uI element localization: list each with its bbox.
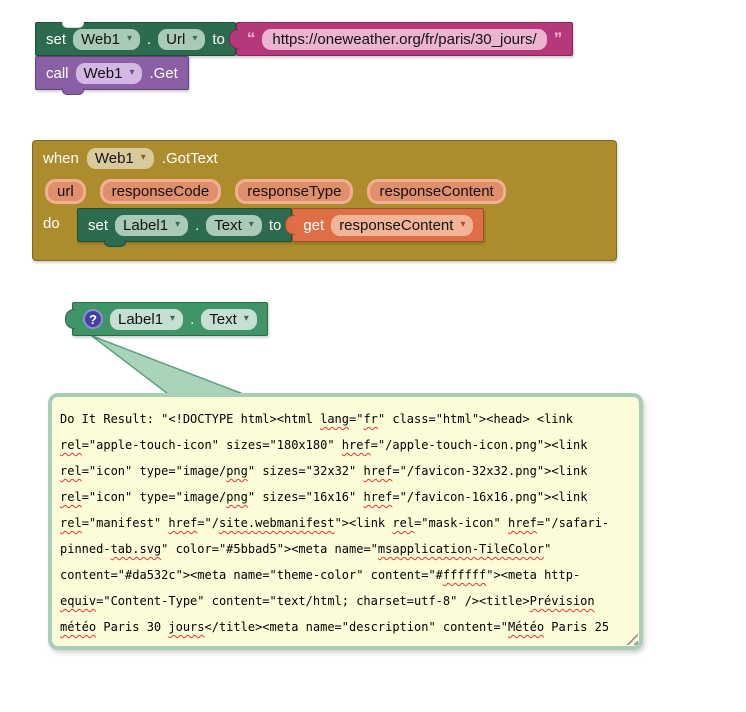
dropdown-value: Text — [214, 216, 242, 234]
component-dropdown-web1[interactable]: Web1 ▾ — [75, 62, 143, 84]
event-param-pill[interactable]: responseContent — [367, 179, 506, 204]
set-web1-url-block[interactable]: set Web1 ▾ . Url ▾ to — [35, 22, 236, 56]
chevron-down-icon: ▾ — [126, 33, 132, 44]
property-dropdown-text[interactable]: Text ▾ — [206, 214, 262, 236]
dot-separator: . — [146, 30, 152, 48]
chevron-down-icon: ▾ — [460, 219, 466, 230]
do-it-result-text: Do It Result: "<!DOCTYPE html><html lang… — [60, 412, 610, 634]
event-label: .GotText — [161, 149, 218, 167]
get-keyword: get — [303, 216, 325, 234]
dropdown-value: Web1 — [83, 64, 123, 82]
dropdown-value: Url — [166, 30, 186, 48]
dropdown-value: Text — [209, 310, 237, 328]
bottom-bump-connector — [62, 88, 84, 95]
property-dropdown-text[interactable]: Text ▾ — [201, 308, 257, 330]
call-web1-get-statement: call Web1 ▾ .Get — [35, 56, 189, 95]
set-web1-url-statement: set Web1 ▾ . Url ▾ to “ https://oneweath… — [35, 22, 574, 56]
dropdown-value: responseContent — [339, 216, 454, 234]
event-param-pill[interactable]: responseType — [235, 179, 354, 204]
when-web1-gottext-block[interactable]: when Web1 ▾ .GotText url responseCode resp… — [32, 140, 617, 261]
chevron-down-icon: ▾ — [129, 67, 135, 78]
chevron-down-icon: ▾ — [248, 219, 254, 230]
set-label1-text-block[interactable]: set Label1 ▾ . Text ▾ to — [77, 208, 293, 247]
dropdown-value: Label1 — [123, 216, 169, 234]
chevron-down-icon: ▾ — [140, 152, 146, 163]
chevron-down-icon: ▾ — [175, 219, 181, 230]
property-dropdown-url[interactable]: Url ▾ — [158, 28, 206, 50]
component-dropdown-web1[interactable]: Web1 ▾ — [86, 147, 154, 169]
when-keyword: when — [43, 149, 79, 167]
chevron-down-icon: ▾ — [170, 313, 176, 324]
component-dropdown-label1[interactable]: Label1 ▾ — [115, 214, 189, 236]
dropdown-value: Label1 — [118, 310, 164, 328]
event-header: when Web1 ▾ .GotText — [32, 140, 617, 175]
dot-separator: . — [190, 310, 195, 328]
close-quote: ” — [553, 29, 563, 48]
component-dropdown-web1[interactable]: Web1 ▾ — [73, 28, 140, 50]
event-do-section: do set Label1 ▾ . Text ▾ to — [32, 208, 617, 248]
chevron-down-icon: ▾ — [192, 33, 198, 44]
event-block-footer — [32, 248, 617, 261]
set-keyword: set — [88, 216, 109, 234]
event-param-pill[interactable]: responseCode — [99, 179, 222, 204]
chevron-down-icon: ▾ — [243, 313, 249, 324]
get-responsecontent-block[interactable]: get responseContent ▾ — [292, 208, 485, 242]
variable-dropdown-responsecontent[interactable]: responseContent ▾ — [331, 214, 474, 236]
do-keyword: do — [43, 215, 60, 232]
dropdown-value: Web1 — [94, 149, 134, 167]
open-quote: “ — [246, 29, 256, 48]
component-dropdown-label1[interactable]: Label1 ▾ — [110, 308, 184, 330]
bottom-bump-connector — [104, 240, 126, 247]
label1-text-getter-block[interactable]: ? Label1 ▾ . Text ▾ — [72, 302, 268, 336]
event-params-row: url responseCode responseType responseConte… — [32, 175, 617, 208]
method-label: .Get — [149, 64, 178, 82]
set-keyword: set — [46, 30, 67, 48]
dropdown-value: Web1 — [81, 30, 120, 48]
tooltip-callout-pointer — [91, 335, 244, 395]
do-it-result-bubble: Do It Result: "<!DOCTYPE html><html lang… — [48, 393, 643, 650]
url-text-string-block[interactable]: “ https://oneweather.org/fr/paris/30_jou… — [235, 22, 574, 56]
top-notch-connector — [62, 22, 84, 28]
url-text-field[interactable]: https://oneweather.org/fr/paris/30_jours… — [262, 28, 547, 50]
to-keyword: to — [212, 30, 225, 48]
do-slot: set Label1 ▾ . Text ▾ to get response — [77, 208, 485, 247]
to-keyword: to — [268, 216, 282, 234]
do-it-help-icon[interactable]: ? — [83, 309, 103, 329]
event-param-pill[interactable]: url — [45, 179, 86, 204]
call-web1-get-block[interactable]: call Web1 ▾ .Get — [35, 56, 189, 95]
dot-separator: . — [195, 216, 200, 234]
call-keyword: call — [46, 64, 69, 82]
